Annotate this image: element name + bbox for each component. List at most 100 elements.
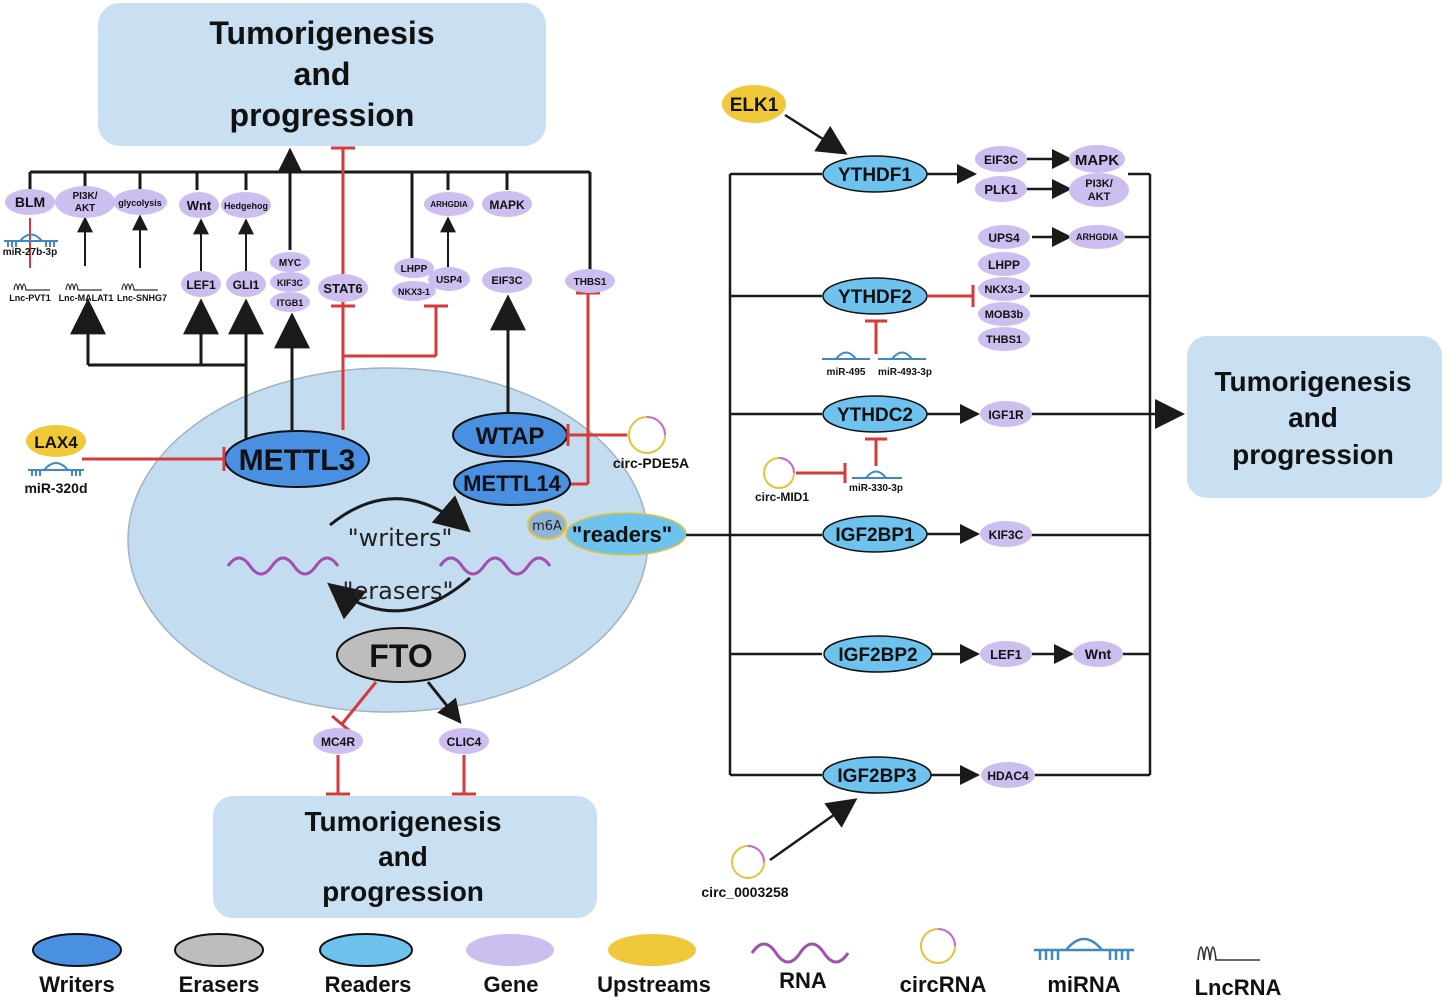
ythdf1-label: YTHDF1 (838, 165, 912, 186)
label-circ-mid1: circ-MID1 (755, 490, 809, 504)
label-mir-320d: miR-320d (24, 480, 87, 496)
label-lnc-pvt1: Lnc-PVT1 (9, 293, 51, 303)
gene-myc: MYC (279, 258, 301, 269)
igf2bp1-label: IGF2BP1 (835, 525, 915, 546)
legend-erasers-swatch (174, 933, 264, 967)
gene-r-pi3k: PI3K/ (1085, 178, 1113, 190)
label-mir-493: miR-493-3p (878, 367, 932, 378)
lax4-inhibit (82, 447, 226, 471)
elk1-label: ELK1 (730, 95, 779, 116)
gene-r-arhgdia: ARHGDIA (1076, 232, 1118, 242)
legend-upstreams-label: Upstreams (597, 972, 711, 997)
gene-glycolysis: glycolysis (118, 198, 162, 208)
tumor-label-line1: Tumorigenesis (209, 15, 434, 51)
tumor-box-top: Tumorigenesis and progression (98, 3, 546, 146)
gene-akt: AKT (75, 203, 96, 214)
legend-upstreams-swatch (608, 934, 696, 966)
igf2bp2-label: IGF2BP2 (838, 645, 917, 666)
legend-writers-swatch (32, 933, 122, 967)
gene-r-lhpp: LHPP (988, 258, 1020, 272)
tumor-label-line1: Tumorigenesis (1214, 366, 1411, 397)
gene-nkx31: NKX3-1 (398, 287, 430, 297)
mettl14-label: METTL14 (463, 471, 562, 496)
top-gene-nodes: BLM PI3K/ AKT glycolysis Wnt Hedgehog LE… (5, 186, 615, 312)
mettl14-node (453, 460, 571, 506)
elk1-arrow (784, 113, 848, 155)
legend-lncrna-label: LncRNA (1195, 975, 1282, 1000)
mettl3-label: METTL3 (239, 444, 356, 477)
tumor-label-line2: and (294, 56, 351, 92)
legend: Writers Erasers Readers Gene Upstreams R… (32, 928, 1282, 1000)
ythdf2-inhibit (927, 285, 975, 307)
tumor-label-line1: Tumorigenesis (304, 806, 501, 837)
legend-circrna-label: circRNA (900, 972, 987, 997)
legend-readers-swatch (319, 933, 413, 967)
tumor-label-line3: progression (1232, 439, 1394, 470)
clic4-node (439, 728, 489, 754)
gene-arhgdia: ARHGDIA (430, 200, 468, 209)
igf2bp3-label: IGF2BP3 (837, 766, 916, 787)
gene-r-plk1: PLK1 (984, 182, 1017, 197)
mir-495-glyph (822, 351, 926, 360)
m6a-label: m6A (532, 519, 562, 534)
gene-eif3c: EIF3C (491, 275, 522, 287)
m6a-node (527, 510, 567, 540)
gene-r-lef1: LEF1 (990, 647, 1022, 662)
label-mir-495: miR-495 (827, 367, 866, 378)
gene-itgb1: ITGB1 (277, 298, 304, 308)
label-mir-27b: miR-27b-3p (3, 247, 57, 258)
gene-blm: BLM (15, 194, 45, 210)
gene-mc4r: MC4R (321, 735, 355, 749)
circ-0003258-arc (747, 845, 765, 863)
gene-r-mapk: MAPK (1075, 152, 1119, 169)
tumor-label-line2: and (1288, 402, 1338, 433)
erasers-text: "erasers" (342, 577, 453, 605)
gene-gli1: GLI1 (233, 278, 260, 292)
erasers-arrow (327, 576, 471, 620)
label-lnc-snhg7: Lnc-SNHG7 (117, 293, 167, 303)
label-circ-0003258: circ_0003258 (701, 884, 788, 900)
right-gene-nodes: EIF3C MAPK PLK1 PI3K/ AKT UPS4 ARHGDIA L… (975, 145, 1129, 788)
pde5a-inhibit (566, 424, 627, 446)
tumor-box-right: Tumorigenesis and progression (1187, 336, 1442, 498)
elk1-node (722, 85, 786, 123)
tumor-label-line3: progression (322, 876, 484, 907)
rna-wave-right (438, 556, 552, 576)
gene-r-mob3b: MOB3b (985, 309, 1024, 321)
reader-output-arrows (769, 149, 1074, 862)
ythdf2-label: YTHDF2 (838, 287, 912, 308)
ythdc2-label: YTHDC2 (837, 405, 913, 426)
circ-pde5a-arc (646, 416, 666, 436)
gene-r-ups4: UPS4 (988, 231, 1020, 245)
gene-stat6: STAT6 (323, 281, 362, 296)
legend-erasers-label: Erasers (179, 972, 260, 997)
gene-r-igf1r: IGF1R (988, 408, 1024, 422)
wtap-label: WTAP (476, 423, 545, 450)
legend-writers-label: Writers (39, 972, 114, 997)
fto-node (336, 627, 466, 683)
gene-lef1: LEF1 (186, 278, 216, 292)
gene-r-wnt: Wnt (1085, 646, 1112, 662)
mir-ythdf2-inhibit (865, 319, 887, 354)
legend-rna-label: RNA (779, 968, 827, 993)
top-small-arrows (77, 214, 456, 272)
mc4r-node (313, 728, 363, 754)
top-network-lines (28, 147, 592, 270)
label-mir-330: miR-330-3p (849, 483, 903, 494)
fto-label: FTO (369, 638, 432, 674)
tumor-label-line2: and (378, 841, 428, 872)
mir-27b-glyph (4, 233, 58, 247)
writers-text: "writers" (348, 524, 453, 552)
lnc-glyphs (13, 283, 158, 291)
mir-320d-glyph (28, 462, 84, 476)
circ-mid1-arc (778, 457, 795, 474)
gene-lhpp: LHPP (401, 264, 428, 275)
legend-readers-label: Readers (325, 972, 412, 997)
gene-r-eif3c: EIF3C (984, 153, 1018, 167)
mc4r-clic4-inhibit (326, 755, 476, 796)
gene-r-kif3c: KIF3C (989, 528, 1024, 542)
readers-label: "readers" (572, 522, 672, 547)
legend-gene-label: Gene (483, 972, 538, 997)
label-lnc-malat1: Lnc-MALAT1 (59, 293, 114, 303)
